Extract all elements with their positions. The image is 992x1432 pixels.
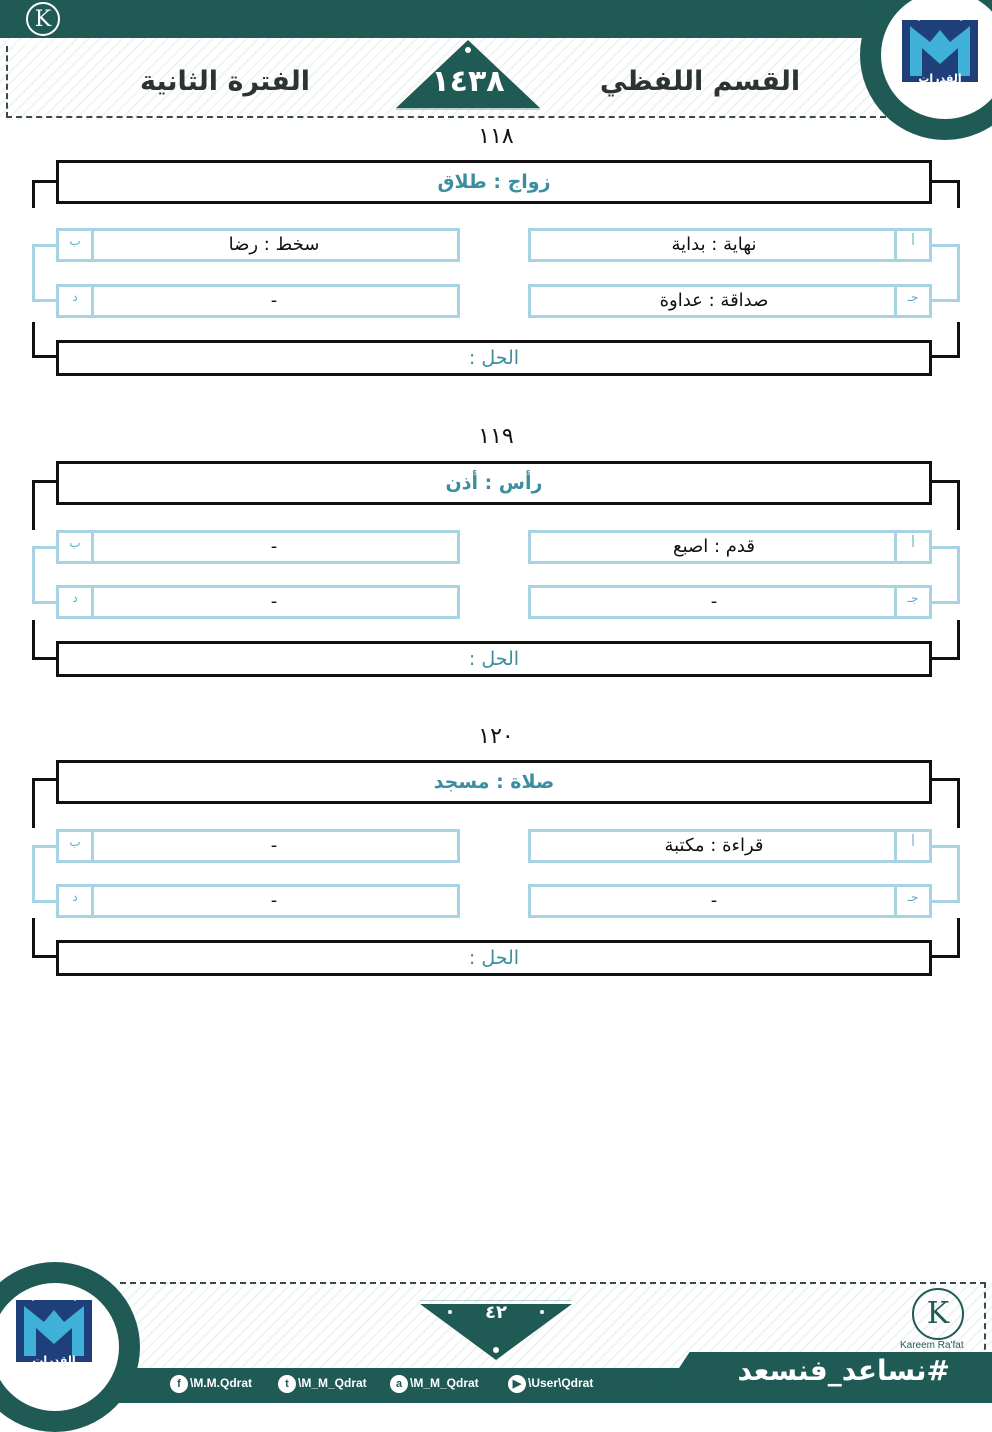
twitter-handle: \M_M_Qdrat <box>298 1376 367 1391</box>
options-connector <box>932 845 960 903</box>
question-number: ١١٨ <box>478 124 514 149</box>
ask-handle: \M_M_Qdrat <box>410 1376 479 1391</box>
period-title: الفترة الثانية <box>139 66 311 97</box>
brand-name: Kareem Ra'fat <box>6 38 70 49</box>
ask-icon: a <box>390 1375 408 1393</box>
footer-brand-name: Kareem Ra'fat <box>900 1340 964 1351</box>
year-triangle-icon <box>396 40 540 110</box>
option-label: أ <box>894 231 929 259</box>
youtube-icon: ▶ <box>508 1375 526 1393</box>
options-connector <box>932 546 960 604</box>
youtube-handle: \User\Qdrat <box>528 1376 594 1391</box>
frame-bracket <box>32 918 56 958</box>
option-label: أ <box>894 832 929 860</box>
option-label: جـ <box>894 287 929 315</box>
solution-box[interactable]: الحل : <box>56 340 932 376</box>
option-text: - <box>270 290 278 311</box>
frame-bracket <box>932 180 960 208</box>
option-label: ب <box>59 832 94 860</box>
year-label: ١٤٣٨ <box>431 64 505 99</box>
solution-box[interactable]: الحل : <box>56 940 932 976</box>
social-facebook[interactable]: f\M.M.Qdrat <box>170 1375 252 1393</box>
footer-band-raised <box>656 1352 992 1403</box>
option-text: - <box>710 591 718 612</box>
options-connector <box>32 244 56 302</box>
option-label: د <box>59 887 94 915</box>
book-logo-icon <box>16 1294 92 1362</box>
frame-bracket <box>32 322 56 358</box>
question-stem: صلاة : مسجد <box>56 760 932 804</box>
book-logo-icon <box>902 14 978 82</box>
option-label: ب <box>59 231 94 259</box>
option-text: نهاية : بداية <box>671 234 757 255</box>
option-text: - <box>270 890 278 911</box>
option-label: ب <box>59 533 94 561</box>
facebook-icon: f <box>170 1375 188 1393</box>
option-d[interactable]: د - <box>56 284 460 318</box>
option-label: د <box>59 287 94 315</box>
options-connector <box>932 244 960 302</box>
option-b[interactable]: ب - <box>56 829 460 863</box>
option-label: جـ <box>894 887 929 915</box>
option-d[interactable]: د - <box>56 585 460 619</box>
social-twitter[interactable]: t\M_M_Qdrat <box>278 1375 367 1393</box>
facebook-handle: \M.M.Qdrat <box>190 1376 252 1391</box>
option-c[interactable]: - جـ <box>528 884 932 918</box>
solution-box[interactable]: الحل : <box>56 641 932 677</box>
option-text: - <box>270 536 278 557</box>
footer-logo-text: القدرات <box>32 1354 76 1367</box>
frame-bracket <box>932 480 960 530</box>
options-connector <box>32 845 56 903</box>
frame-bracket <box>32 180 56 208</box>
option-text: - <box>710 890 718 911</box>
frame-bracket <box>932 620 960 660</box>
option-text: سخط : رضا <box>228 234 320 255</box>
option-d[interactable]: د - <box>56 884 460 918</box>
section-title: القسم اللفظي <box>599 66 801 97</box>
options-connector <box>32 546 56 604</box>
option-text: - <box>270 591 278 612</box>
page-number: ٤٢ <box>485 1302 507 1323</box>
option-a[interactable]: قراءة : مكتبة أ <box>528 829 932 863</box>
option-label: أ <box>894 533 929 561</box>
option-c[interactable]: - جـ <box>528 585 932 619</box>
option-text: قراءة : مكتبة <box>664 835 764 856</box>
frame-bracket <box>32 620 56 660</box>
option-label: د <box>59 588 94 616</box>
option-label: جـ <box>894 588 929 616</box>
option-text: - <box>270 835 278 856</box>
k-logo-icon: K <box>912 1288 964 1340</box>
header-band <box>0 0 900 38</box>
footer-frame <box>120 1282 986 1360</box>
option-a[interactable]: نهاية : بداية أ <box>528 228 932 262</box>
frame-bracket <box>932 778 960 828</box>
page-triangle-icon <box>420 1300 572 1360</box>
option-text: صداقة : عداوة <box>659 290 769 311</box>
option-text: قدم : اصبع <box>672 536 755 557</box>
social-youtube[interactable]: ▶\User\Qdrat <box>508 1375 593 1393</box>
option-b[interactable]: ب سخط : رضا <box>56 228 460 262</box>
frame-bracket <box>32 480 56 530</box>
header-logo-text: القدرات <box>918 72 962 85</box>
social-ask[interactable]: a\M_M_Qdrat <box>390 1375 479 1393</box>
question-number: ١٢٠ <box>478 724 514 749</box>
twitter-icon: t <box>278 1375 296 1393</box>
frame-bracket <box>932 918 960 958</box>
question-stem: رأس : أذن <box>56 461 932 505</box>
question-number: ١١٩ <box>478 424 514 449</box>
option-c[interactable]: صداقة : عداوة جـ <box>528 284 932 318</box>
frame-bracket <box>932 322 960 358</box>
question-stem: زواج : طلاق <box>56 160 932 204</box>
option-a[interactable]: قدم : اصبع أ <box>528 530 932 564</box>
option-b[interactable]: ب - <box>56 530 460 564</box>
header-frame <box>6 46 886 118</box>
hashtag: #نساعد_فنسعد <box>737 1354 950 1387</box>
frame-bracket <box>32 778 56 828</box>
k-logo-icon: K <box>26 2 60 36</box>
